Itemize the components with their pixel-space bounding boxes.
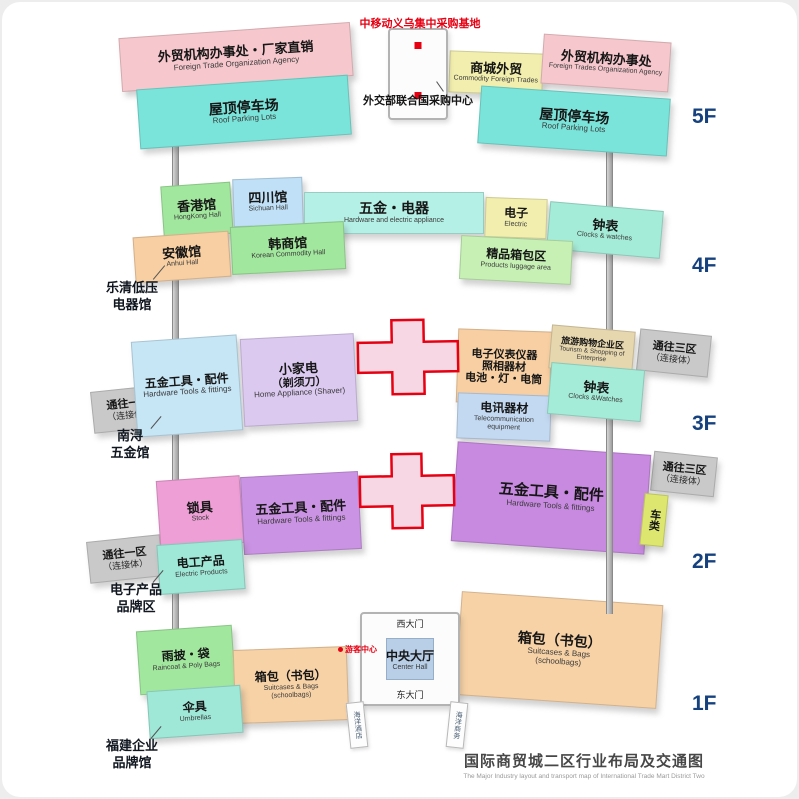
zone-f1-suitcases-right: 箱包（书包） Suitcases & Bags (schoolbags) [454, 591, 664, 709]
zone-zh-label: 车类 [647, 508, 662, 532]
zone-en-label: (schoolbags) [535, 655, 582, 668]
elevator-shaft-right-lower [606, 450, 613, 614]
zone-en-label: Clocks &Watches [567, 392, 623, 405]
side-label-line: 电子产品 [109, 582, 162, 597]
zone-f3-telecom-equipment: 电讯器材 Telecommunication equipment [456, 392, 552, 442]
floor-label-1f: 1F [692, 692, 717, 715]
side-label-line: 乐清低压 [105, 280, 158, 295]
passage-to-district1-2f: 通往一区 （连接体） [86, 534, 164, 584]
zone-f3-clocks-watches: 钟表 Clocks &Watches [546, 362, 646, 422]
passage-to-district3-3f: 通往三区 （连接体） [636, 328, 712, 378]
zone-en-label: Clocks & watches [576, 230, 633, 243]
elevator-shaft-right [606, 144, 613, 450]
floor-label-2f: 2F [692, 550, 717, 573]
side-label-electronics-brand-area: 电子产品 品牌区 [94, 582, 178, 616]
zone-zh-label: 五金・电器 [359, 200, 429, 217]
side-label-nanxun-hardware: 南浔 五金馆 [90, 428, 170, 462]
red-marker-dot [338, 647, 343, 652]
zone-f4-products-luggage-area: 精品箱包区 Products luggage area [458, 235, 574, 285]
zone-f5-roof-parking-right: 屋顶停车场 Roof Parking Lots [477, 85, 671, 157]
hotel-tag-ocean-business: 海洋商务 [445, 701, 469, 749]
zone-en-label: Sichuan Hall [248, 204, 289, 214]
side-label-fujian-brand-hall: 福建企业 品牌馆 [86, 738, 178, 772]
zone-f2-hardware-tools-left: 五金工具・配件 Hardware Tools & fittings [240, 470, 362, 556]
hotel-tag-ocean-hotel: 海洋酒店 [345, 701, 369, 749]
map-title-en: The Major Industry layout and transport … [463, 773, 705, 780]
zone-f2-locks: 锁具 Stock [155, 475, 245, 549]
note-un-procurement-center: 外交部联合国采购中心 [363, 95, 473, 107]
zone-en-label: Umbrellas [179, 713, 212, 723]
zone-en-label: Roof Parking Lots [541, 121, 606, 135]
zone-en-label: Commodity Foreign Trades [453, 74, 539, 85]
red-marker-dot [414, 42, 422, 49]
map-title-zh: 国际商贸城二区行业布局及交通图 [463, 753, 704, 770]
zone-f4-korean-commodity-hall: 韩商馆 Korean Commodity Hall [229, 221, 347, 275]
zone-en-label: Korean Commodity Hall [251, 249, 326, 261]
side-label-line: 南浔 [116, 428, 143, 443]
zone-en-label: Roof Parking Lots [212, 112, 277, 126]
zone-f1-raincoat-poly-bags: 雨披・袋 Raincoat & Poly Bags [135, 624, 237, 696]
zone-en-label: Telecommunication equipment [473, 414, 534, 432]
zone-f4-sichuan-hall: 四川馆 Sichuan Hall [232, 176, 304, 228]
center-hall-title: 中央大厅 Center Hall [386, 647, 434, 671]
floor-label-3f: 3F [692, 412, 717, 435]
zone-f4-hongkong-hall: 香港馆 HongKong Hall [160, 181, 234, 239]
center-hall-mid: 中央大厅 Center Hall [365, 630, 455, 688]
zone-f3-home-appliance-shaver: 小家电 （剃须刀） Home Appliance (Shaver) [239, 333, 359, 427]
side-label-line: 品牌区 [116, 598, 156, 614]
zone-en-label: Center Hall [392, 664, 428, 671]
tourist-center-label: 游客中心 [345, 645, 377, 654]
zone-f4-hardware-electric: 五金・电器 Hardware and electric appliance [304, 192, 484, 234]
note-mobile-procurement-base: 中移动义乌集中采购基地 [359, 18, 481, 30]
escalator-tower [388, 28, 448, 120]
hotel-label: 海洋商务 [452, 710, 463, 740]
zone-f1-suitcases-left: 箱包（书包） Suitcases & Bags (schoolbags) [232, 646, 350, 724]
zone-f3-hardware-tools-fittings: 五金工具・配件 Hardware Tools & fittings [130, 334, 244, 438]
zone-f5-office-right: 外贸机构办事处 Foreign Trades Organization Agen… [540, 33, 672, 93]
map-caption: 国际商贸城二区行业布局及交通图 The Major Industry layou… [452, 750, 716, 780]
red-marker-dot [414, 92, 422, 99]
zone-en-label: Electric [504, 220, 528, 229]
zone-zh-label: 四川馆 [248, 189, 288, 206]
zone-f2-vehicles: 车类 [639, 492, 669, 548]
zone-en-label: Hardware and electric appliance [344, 216, 444, 224]
zone-en-label: (schoolbags) [271, 691, 312, 700]
west-gate-label: 西大门 [396, 619, 424, 629]
zone-f4-anhui-hall: 安徽馆 Anhui Hall [132, 230, 232, 284]
zone-zh-label: 电子仪表仪器 [471, 347, 538, 362]
hotel-label: 海洋酒店 [352, 710, 363, 740]
zone-zh-label: 电池・灯・电筒 [464, 371, 543, 387]
zone-f1-umbrellas: 伞具 Umbrellas [146, 684, 244, 740]
zone-zh-label: 电子 [503, 205, 529, 221]
zone-en-label: Stock [191, 514, 210, 523]
center-hall-block: 西大门 中央大厅 Center Hall 东大门 [360, 612, 460, 706]
side-label-line: 福建企业 [105, 738, 158, 753]
zone-f4-electric: 电子 Electric [484, 196, 548, 240]
floor-label-5f: 5F [692, 105, 717, 128]
tourist-center-note: 游客中心 [338, 644, 377, 655]
zone-en-label: Anhui Hall [166, 259, 199, 269]
side-label-yueqing-lv-appliance: 乐清低压 电器馆 [86, 280, 178, 314]
side-label-line: 五金馆 [110, 444, 150, 460]
passage-to-district3-2f: 通往三区 （连接体） [650, 450, 718, 498]
cross-connector-3f [356, 318, 460, 396]
zone-en-label: Home Appliance (Shaver) [253, 385, 346, 400]
center-hall-core-rect [386, 638, 434, 680]
cross-connector-2f [358, 452, 456, 530]
side-label-line: 品牌馆 [112, 754, 152, 770]
east-gate-label: 东大门 [396, 690, 424, 700]
zone-zh-label: 中央大厅 [385, 649, 434, 663]
zone-f2-hardware-tools-right: 五金工具・配件 Hardware Tools & fittings [450, 441, 652, 555]
floor-label-4f: 4F [692, 254, 717, 277]
side-label-line: 电器馆 [112, 296, 152, 312]
